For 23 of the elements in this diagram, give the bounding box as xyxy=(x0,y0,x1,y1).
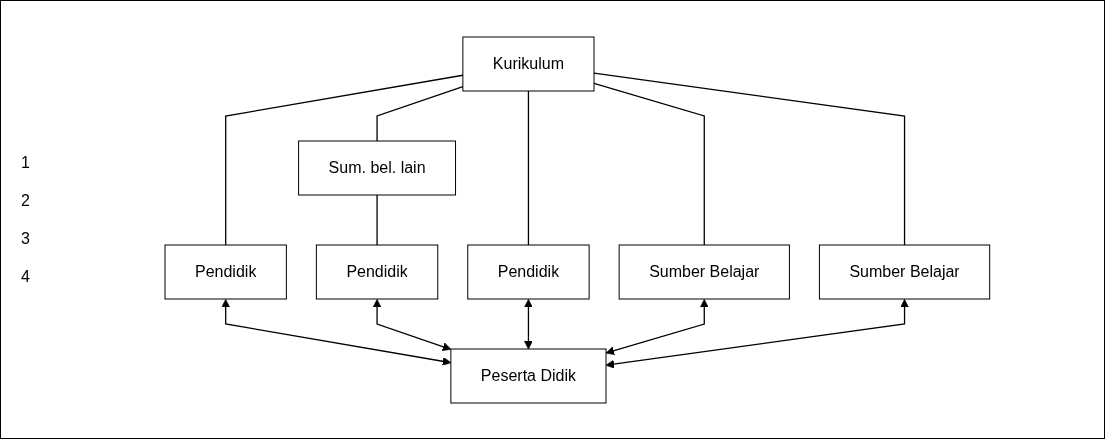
path-number: 4 xyxy=(21,267,30,286)
path-number: 2 xyxy=(21,191,30,210)
arrow xyxy=(372,298,451,351)
connector xyxy=(376,193,378,246)
path-number: 3 xyxy=(21,229,30,248)
node-box: Pendidik xyxy=(164,244,287,299)
connector xyxy=(376,85,464,142)
node-box: Pendidik xyxy=(466,244,590,299)
node-box: Sumber Belajar xyxy=(818,244,990,299)
arrow xyxy=(605,298,909,369)
connector xyxy=(224,74,464,246)
arrow xyxy=(220,298,451,366)
connector xyxy=(592,82,705,246)
path-number: 1 xyxy=(21,153,30,172)
node-box: Peserta Didik xyxy=(449,348,607,403)
node-box: Sum. bel. lain xyxy=(297,140,456,195)
arrow xyxy=(523,298,533,349)
connector xyxy=(527,89,529,246)
node-box: Sumber Belajar xyxy=(618,244,790,299)
node-box: Kurikulum xyxy=(462,36,595,91)
node-box: Pendidik xyxy=(315,244,438,299)
connector xyxy=(592,71,905,246)
arrow xyxy=(605,298,709,355)
